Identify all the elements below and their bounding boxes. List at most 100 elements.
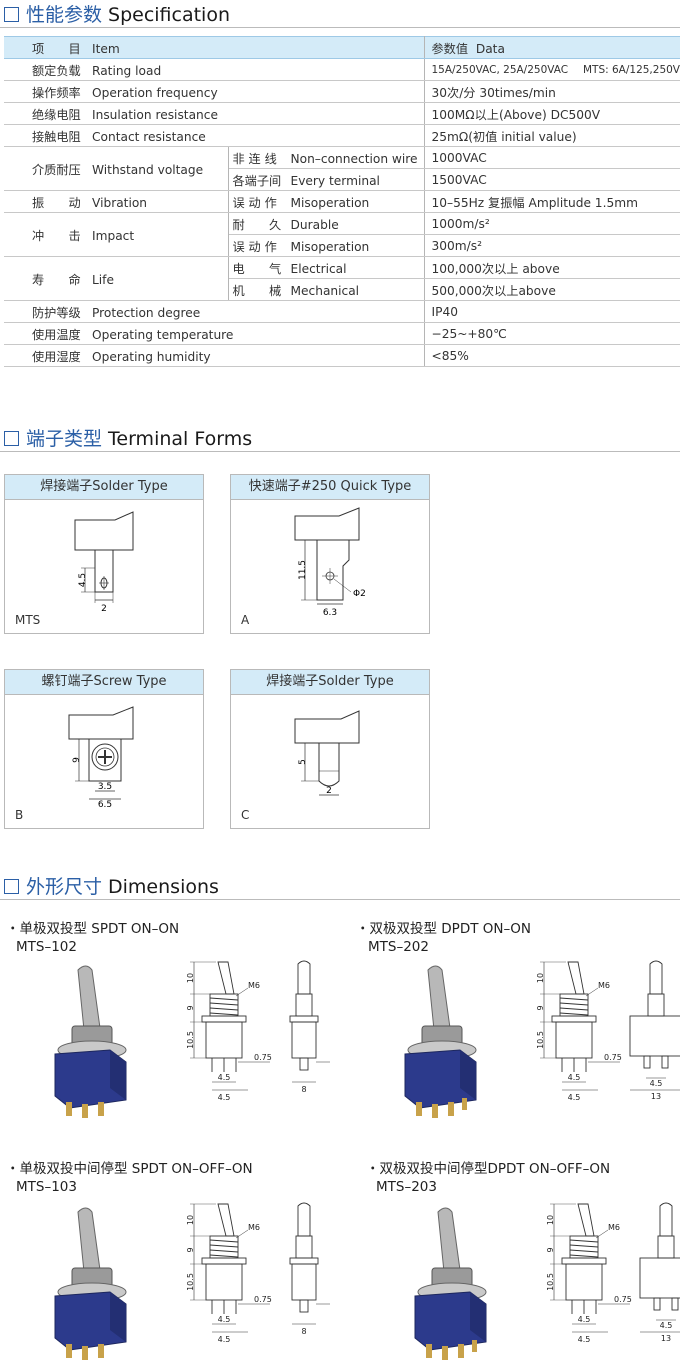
product-drawing-mts-102: 10 9 10.5 M6 4.5 4.5 0.75 82 — [0, 950, 337, 1125]
switch-photo — [54, 965, 127, 1118]
front-view-labels: 10 9 10.5 M6 4.5 4.5 0.75 — [546, 1215, 632, 1344]
dim-label-4-5: 4.5 — [218, 1093, 231, 1102]
svg-text:2: 2 — [101, 604, 107, 614]
terminal-card-screw-b: 螺钉端子Screw Type 9 3.5 6.5 B — [4, 669, 204, 829]
section-divider — [0, 451, 680, 452]
dim-label-9: 9 — [546, 1247, 555, 1252]
terminal-card-quick-a: 快速端子#250 Quick Type Φ2 11.5 6.3 A — [230, 474, 430, 634]
dim-label-13: 13 — [661, 1334, 671, 1343]
quick-terminal-drawing: Φ2 11.5 6.3 — [294, 507, 366, 618]
dim-label-10-5: 10.5 — [546, 1273, 555, 1291]
dim-label-0-75: 0.75 — [604, 1053, 622, 1062]
dim-label-10-5: 10.5 — [186, 1031, 195, 1049]
dim-label-m6: M6 — [248, 981, 260, 990]
front-view-labels: 10 9 10.5 M6 4.5 4.5 0.75 — [186, 973, 272, 1102]
svg-text:5: 5 — [298, 759, 308, 765]
solder-c-terminal-drawing: 5 2 — [294, 710, 360, 796]
dim-label-9: 9 — [186, 1005, 195, 1010]
dim-label-0-75: 0.75 — [254, 1053, 272, 1062]
side-view-drawing — [289, 960, 330, 1083]
dim-label-4-5: 4.5 — [218, 1335, 231, 1344]
front-view-drawing — [550, 1203, 630, 1333]
dim-label-0-75: 0.75 — [254, 1295, 272, 1304]
checkbox-square-icon — [4, 7, 19, 22]
svg-text:11.5: 11.5 — [298, 560, 308, 580]
dim-label-0-75: 0.75 — [614, 1295, 632, 1304]
checkbox-square-icon — [4, 431, 19, 446]
dim-label-9: 9 — [536, 1005, 545, 1010]
dim-label-4-5: 4.5 — [650, 1079, 663, 1088]
terminal-card-solder-mts: 焊接端子Solder Type 4.5 2 MTS — [4, 474, 204, 634]
svg-text:6.3: 6.3 — [323, 608, 337, 618]
dim-label-4-5: 4.5 — [218, 1073, 231, 1082]
dim-label-4-5: 4.5 — [568, 1093, 581, 1102]
side-view-labels: 4.513 — [650, 1079, 663, 1101]
side-view-labels: 4.513 — [660, 1321, 673, 1343]
dim-label-4-5: 4.5 — [660, 1321, 673, 1330]
terminal-card-solder-c: 焊接端子Solder Type 5 2 C — [230, 669, 430, 829]
side-view-drawing — [289, 1202, 330, 1325]
dim-label-9: 9 — [186, 1247, 195, 1252]
dim-label-10: 10 — [186, 973, 195, 983]
side-view-labels: 82 — [301, 1053, 337, 1094]
switch-photo — [414, 1207, 487, 1360]
side-view-labels: 82 — [301, 1295, 337, 1336]
dim-label-10: 10 — [546, 1215, 555, 1225]
svg-text:3.5: 3.5 — [98, 782, 112, 792]
screw-terminal-drawing: 9 3.5 6.5 — [68, 706, 134, 810]
dim-label-10: 10 — [186, 1215, 195, 1225]
dim-label-4-5: 4.5 — [578, 1335, 591, 1344]
dim-label-4-5: 4.5 — [218, 1315, 231, 1324]
section-divider — [0, 27, 680, 28]
dim-label-4-5: 4.5 — [578, 1315, 591, 1324]
dim-label-10: 10 — [536, 973, 545, 983]
dim-label-m6: M6 — [248, 1223, 260, 1232]
checkbox-square-icon — [4, 879, 19, 894]
dim-label-m6: M6 — [598, 981, 610, 990]
dim-label-13: 13 — [651, 1092, 661, 1101]
dim-label-4-5: 4.5 — [568, 1073, 581, 1082]
svg-text:2: 2 — [326, 786, 332, 796]
dim-label-8: 8 — [301, 1327, 306, 1336]
svg-text:Φ2: Φ2 — [353, 589, 366, 599]
front-view-drawing — [540, 961, 620, 1091]
front-view-labels: 10 9 10.5 M6 4.5 4.5 0.75 — [536, 973, 622, 1102]
section-divider — [0, 899, 680, 900]
switch-photo — [404, 965, 477, 1118]
side-view-drawing — [639, 1202, 680, 1333]
svg-text:9: 9 — [72, 757, 82, 763]
solder-terminal-drawing: 4.5 2 — [74, 511, 134, 614]
switch-photo — [54, 1207, 127, 1360]
svg-text:6.5: 6.5 — [98, 800, 112, 810]
dim-label-10-5: 10.5 — [536, 1031, 545, 1049]
dim-label-m6: M6 — [608, 1223, 620, 1232]
side-view-drawing — [629, 960, 680, 1091]
front-view-drawing — [190, 961, 270, 1091]
